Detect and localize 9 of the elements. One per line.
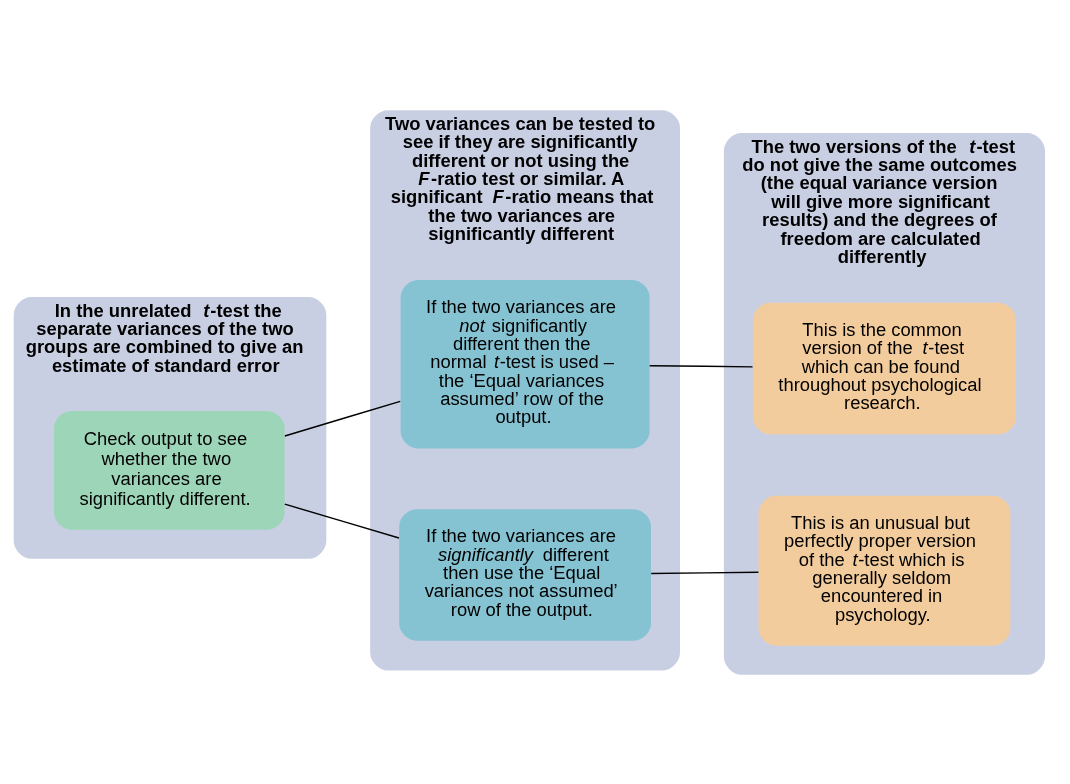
node-box: If the two variances are significantly different then use the ‘Equal variances not assumed’ row of the output. (399, 508, 651, 641)
node-box: This is the common version of the t-test which can be found throughout psychological research. (752, 302, 1016, 434)
connector (284, 502, 400, 539)
node-box: If the two variances are not significantly different then the normal t-test is used – the ‘Equal variances assumed’ row of the output. (400, 279, 650, 448)
connector (284, 400, 401, 437)
connector (649, 364, 754, 368)
connector (650, 571, 760, 574)
node-box: This is an unusual but perfectly proper version of the t-test which is generally seldom encountered in psychology. (758, 495, 1011, 646)
node-box: Check output to see whether the two variances are significantly different. (54, 410, 285, 530)
